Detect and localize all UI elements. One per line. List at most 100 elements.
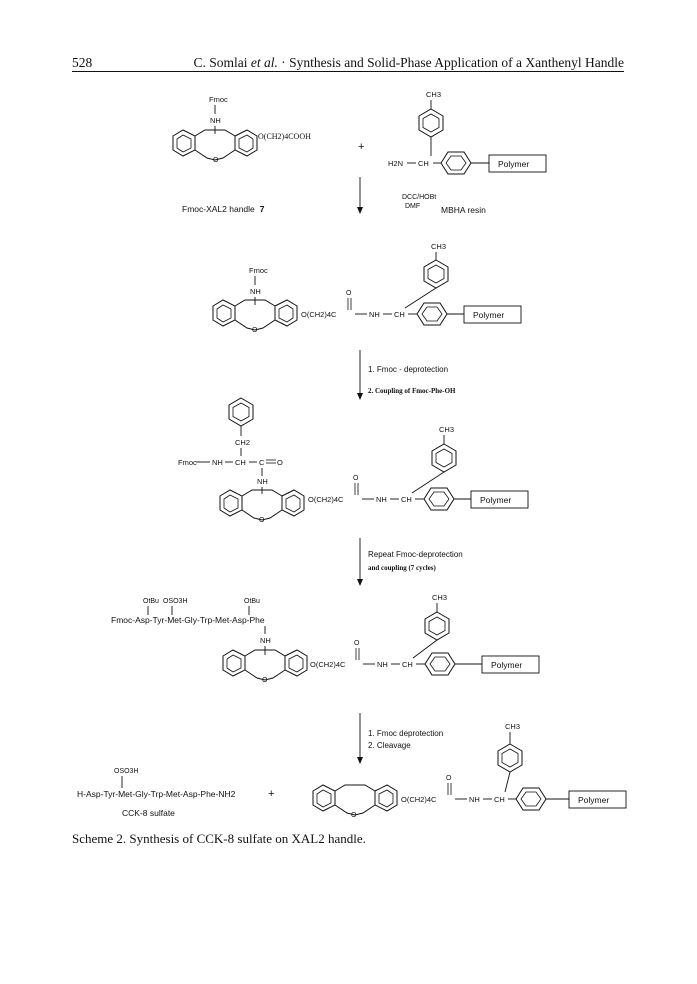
s4-oso3h: OSO3H — [114, 768, 139, 775]
s1-ch: CH — [394, 310, 405, 319]
s1-nh: NH — [250, 287, 261, 296]
s2-arrow-line1: Repeat Fmoc-deprotection — [368, 550, 463, 559]
s4-product-name: CCK-8 sulfate — [122, 808, 175, 818]
s4-ring-o: O — [351, 812, 357, 819]
s1-phenyl-ring — [416, 302, 448, 326]
s0-ring-o: O — [213, 157, 219, 164]
s3-bond-tolyl — [412, 639, 438, 659]
s1-arrow-line2: 2. Coupling of Fmoc-Phe-OH — [368, 387, 456, 395]
page-number: 528 — [72, 55, 93, 70]
s3-linker: O(CH2)4C — [310, 660, 346, 669]
s0-reagent2: DMF — [405, 203, 420, 210]
s3-ch: CH — [402, 660, 413, 669]
s1-nh-link: NH — [369, 310, 380, 319]
s4-linker: O(CH2)4C — [401, 795, 437, 804]
s0-resin-label: MBHA resin — [441, 205, 486, 215]
s4-oxo: O — [446, 775, 452, 782]
s3-nh-link: NH — [377, 660, 388, 669]
s3-tolyl-ring — [424, 611, 450, 641]
s0-fmoc: Fmoc — [209, 95, 228, 104]
s2-polymer-box — [470, 490, 529, 509]
s2-tolyl-ring — [431, 443, 457, 473]
running-title-rest: · Synthesis and Solid-Phase Application … — [277, 55, 624, 70]
s4-ch: CH — [494, 795, 505, 804]
s4-polymer: Polymer — [578, 795, 609, 805]
s3-otbu2: OtBu — [244, 598, 260, 605]
s3-peptide: Fmoc-Asp-Tyr-Met-Gly-Trp-Met-Asp-Phe — [111, 615, 265, 625]
s1-polymer: Polymer — [473, 310, 504, 320]
running-title-authors: C. Somlai — [193, 55, 251, 70]
s2-nh-link: NH — [376, 495, 387, 504]
s1-arrowhead — [357, 393, 363, 400]
s2-ch3: CH3 — [439, 425, 454, 434]
s3-ch3: CH3 — [432, 593, 447, 602]
s0-xanthene-ring — [172, 129, 258, 161]
running-title: C. Somlai et al. · Synthesis and Solid-P… — [194, 55, 624, 71]
s2-ch: CH — [235, 458, 246, 467]
s1-polymer-box — [463, 305, 522, 324]
s1-fmoc: Fmoc — [249, 266, 268, 275]
s0-arrowhead — [357, 207, 363, 214]
s2-xanthene-ring — [219, 489, 305, 521]
s0-phenyl-ring — [440, 151, 472, 175]
s3-arrow-line2: 2. Cleavage — [368, 741, 411, 750]
s0-ch: CH — [418, 159, 429, 168]
s2-polymer: Polymer — [480, 495, 511, 505]
s1-arrow-line1: 1. Fmoc - deprotection — [368, 365, 448, 374]
s0-reagent1: DCC/HOBt — [402, 194, 436, 201]
s1-bond-tolyl — [404, 287, 437, 309]
s1-ring-o: O — [252, 327, 258, 334]
s2-linker: O(CH2)4C — [308, 495, 344, 504]
s0-plus: + — [358, 141, 364, 153]
s2-nh: NH — [212, 458, 223, 467]
s4-xanthene-ring — [312, 784, 398, 816]
s1-ch3: CH3 — [431, 242, 446, 251]
s2-bond-tolyl — [411, 471, 445, 494]
s2-nh-below: NH — [257, 477, 268, 486]
s2-ch-link: CH — [401, 495, 412, 504]
s3-arrowhead — [357, 757, 363, 764]
s2-carbonyl-c: C — [259, 458, 265, 467]
s2-phe-ring — [228, 397, 254, 427]
s3-arrow-line1: 1. Fmoc deprotection — [368, 729, 443, 738]
s0-tolyl-ring — [418, 108, 444, 138]
s2-arrow-line2: and coupling (7 cycles) — [368, 564, 437, 572]
s1-linker: O(CH2)4C — [301, 310, 337, 319]
s4-nh-link: NH — [469, 795, 480, 804]
s0-h2n: H2N — [388, 159, 403, 168]
s4-product: H-Asp-Tyr-Met-Gly-Trp-Met-Asp-Phe-NH2 — [77, 789, 236, 799]
s3-otbu1: OtBu — [143, 598, 159, 605]
s0-nh: NH — [210, 116, 221, 125]
s4-polymer-box — [568, 790, 627, 809]
s3-polymer: Polymer — [491, 660, 522, 670]
s4-bond-tolyl — [504, 771, 511, 793]
s1-tolyl-ring — [423, 259, 449, 289]
s4-phenyl-ring — [515, 787, 547, 811]
s3-ring-o: O — [262, 677, 268, 684]
s2-fmoc: Fmoc — [178, 458, 197, 467]
scheme-caption: Scheme 2. Synthesis of CCK-8 sulfate on … — [72, 831, 366, 846]
running-title-etal: et al. — [250, 55, 278, 70]
s4-ch3: CH3 — [505, 722, 520, 731]
s0-polymer-box — [488, 154, 547, 173]
s0-polymer: Polymer — [498, 159, 529, 169]
s3-nh: NH — [260, 636, 271, 645]
s2-carbonyl-o: O — [277, 458, 283, 467]
s2-arrowhead — [357, 579, 363, 586]
s0-acid: O(CH2)4COOH — [258, 132, 311, 141]
s0-ch3: CH3 — [426, 90, 441, 99]
s2-phenyl-ring — [423, 487, 455, 511]
s4-plus: + — [268, 788, 274, 800]
s3-oso3h: OSO3H — [163, 598, 188, 605]
header-rule — [72, 71, 624, 72]
s2-oxo: O — [353, 475, 359, 482]
s3-oxo: O — [354, 640, 360, 647]
s4-tolyl-ring — [497, 743, 523, 773]
s3-polymer-box — [481, 655, 540, 674]
s2-ring-o: O — [259, 517, 265, 524]
s2-ch2: CH2 — [235, 438, 250, 447]
s3-phenyl-ring — [424, 652, 456, 676]
s1-carbonyl-o: O — [346, 290, 352, 297]
